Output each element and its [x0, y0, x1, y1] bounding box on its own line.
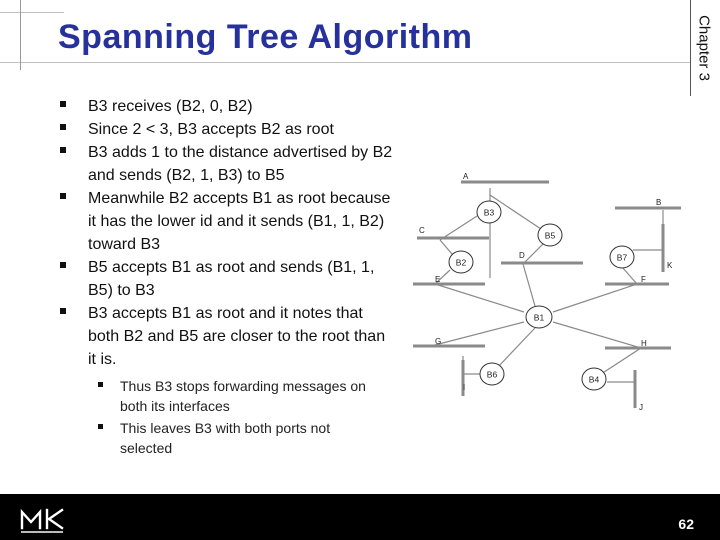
sub-bullet-list: Thus B3 stops forwarding messages on bot… [98, 376, 370, 458]
left-rule [20, 0, 21, 70]
square-bullet-icon [60, 124, 66, 130]
lan-label-c: C [419, 226, 425, 235]
svg-text:B4: B4 [589, 375, 600, 385]
lan-label-a: A [463, 172, 469, 181]
sub-bullet-item: Thus B3 stops forwarding messages on bot… [98, 376, 370, 416]
lan-label-j: J [639, 403, 643, 412]
bullet-item: B5 accepts B1 as root and sends (B1, 1, … [58, 256, 393, 302]
link-b1-f [552, 283, 638, 313]
bridge-b4: B4 [581, 367, 607, 391]
bullet-item: Since 2 < 3, B3 accepts B2 as root [58, 118, 393, 141]
bullet-list: B3 receives (B2, 0, B2) Since 2 < 3, B3 … [58, 95, 393, 460]
square-bullet-icon [60, 147, 66, 153]
link-b1-g [434, 321, 525, 346]
lan-label-i: I [463, 383, 465, 392]
chapter-tab [690, 0, 720, 96]
link-d-b1 [522, 263, 536, 307]
link-b1-b6 [496, 327, 536, 369]
svg-text:B3: B3 [484, 208, 495, 218]
mk-publisher-logo [20, 508, 64, 533]
square-bullet-icon [98, 382, 103, 387]
link-b2-e [434, 269, 451, 285]
bridge-b3: B3 [476, 200, 502, 224]
bullet-item: B3 accepts B1 as root and it notes that … [58, 302, 393, 371]
svg-text:B1: B1 [534, 313, 545, 323]
link-a-b5 [489, 194, 545, 232]
top-rule [0, 12, 64, 13]
lan-label-e: E [435, 275, 440, 284]
bridge-network-diagram: B3 B5 B2 B7 B1 B6 B4 A B C [413, 172, 681, 412]
title-rule [0, 62, 690, 63]
square-bullet-icon [60, 262, 66, 268]
svg-text:B2: B2 [456, 258, 467, 268]
bridge-b6: B6 [479, 362, 505, 386]
svg-text:B6: B6 [487, 370, 498, 380]
bridge-b2: B2 [448, 250, 474, 274]
footer-bar [0, 494, 720, 540]
chapter-label: Chapter 3 [695, 15, 713, 81]
svg-text:B5: B5 [545, 231, 556, 241]
square-bullet-icon [60, 193, 66, 199]
bullet-text: Since 2 < 3, B3 accepts B2 as root [88, 121, 334, 138]
lan-label-b: B [656, 198, 661, 207]
bridge-b7: B7 [609, 245, 635, 269]
bullet-text: Meanwhile B2 accepts B1 as root because … [88, 190, 391, 253]
square-bullet-icon [98, 424, 103, 429]
bullet-text: B3 accepts B1 as root and it notes that … [88, 305, 386, 368]
square-bullet-icon [60, 101, 66, 107]
link-b3-c [439, 215, 478, 241]
bullet-item: B3 adds 1 to the distance advertised by … [58, 141, 393, 187]
svg-text:B7: B7 [617, 253, 628, 263]
bullet-text: B5 accepts B1 as root and sends (B1, 1, … [88, 259, 375, 299]
lan-label-k: K [667, 261, 673, 270]
bridge-b1: B1 [525, 305, 553, 329]
lan-label-f: F [641, 275, 646, 284]
bullet-text: B3 receives (B2, 0, B2) [88, 98, 253, 115]
bullet-text: B3 adds 1 to the distance advertised by … [88, 144, 393, 184]
slide-title: Spanning Tree Algorithm [58, 18, 473, 56]
lan-label-d: D [519, 251, 525, 260]
bridge-b5: B5 [537, 223, 563, 247]
bullet-item: B3 receives (B2, 0, B2) [58, 95, 393, 118]
lan-label-g: G [435, 337, 441, 346]
link-b5-d [522, 242, 545, 265]
link-b1-e [434, 283, 525, 313]
square-bullet-icon [60, 308, 66, 314]
page-number: 62 [678, 516, 694, 532]
bullet-item: Meanwhile B2 accepts B1 as root because … [58, 187, 393, 256]
connector-lines [434, 188, 664, 396]
lan-bars [413, 180, 681, 408]
sub-bullet-text: Thus B3 stops forwarding messages on bot… [120, 378, 366, 414]
lan-labels: A B C D E F K G H I J [419, 172, 673, 412]
sub-bullet-item: This leaves B3 with both ports not selec… [98, 418, 370, 458]
lan-label-h: H [641, 339, 647, 348]
sub-bullet-text: This leaves B3 with both ports not selec… [120, 420, 331, 456]
link-b1-h [552, 321, 642, 349]
